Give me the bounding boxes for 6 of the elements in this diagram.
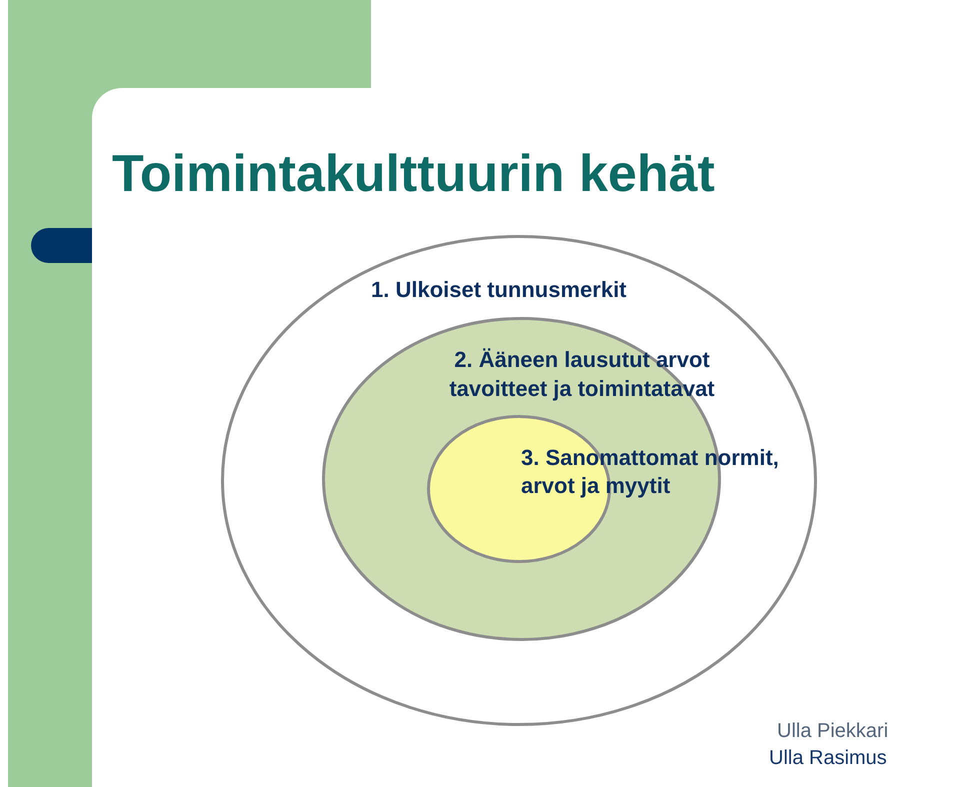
author-name: Ulla Piekkari: [777, 720, 888, 743]
ring-label: 2. Ääneen lausutut arvot tavoitteet ja toimintatavat: [448, 346, 716, 403]
author-name: Ulla Rasimus: [769, 747, 887, 770]
ring-label: 1. Ulkoiset tunnusmerkit: [371, 277, 628, 303]
slide-title: Toimintakulttuurin kehät: [112, 144, 715, 204]
ring-label: 3. Sanomattomat normit, arvot ja myytit: [521, 444, 780, 500]
